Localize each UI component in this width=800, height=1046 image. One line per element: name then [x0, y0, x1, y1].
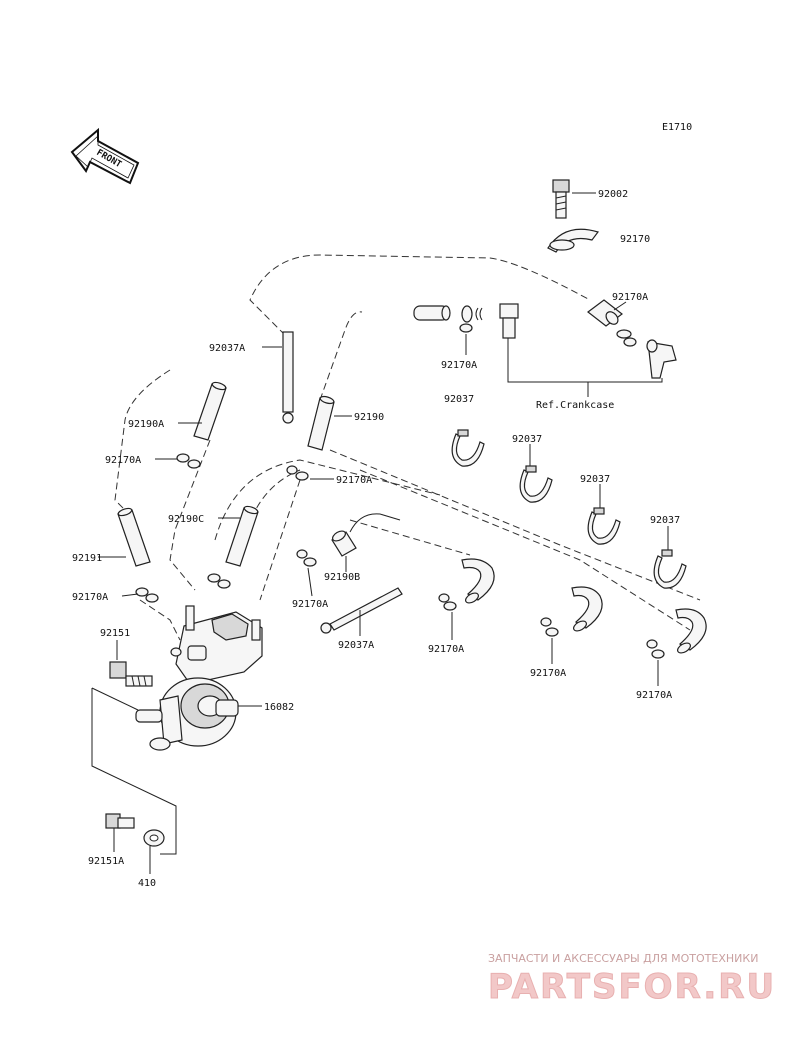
clamp-92037: [587, 507, 621, 545]
part-label: 92037: [512, 434, 542, 445]
part-label: 92190C: [168, 514, 204, 525]
part-label: 92037: [650, 515, 680, 526]
clamp-92037: [451, 429, 485, 467]
part-label: 92170A: [612, 292, 648, 303]
screw-92151A: [105, 813, 135, 829]
hose-92190: [307, 395, 335, 451]
hose-clip-icon: [459, 305, 483, 333]
elbow-fitting: [646, 339, 677, 379]
part-label: 92170A: [336, 475, 372, 486]
part-label: 16082: [264, 702, 294, 713]
hose-clip-icon: [135, 587, 159, 603]
hose-clip-icon: [296, 549, 317, 567]
hose-92190B: [331, 530, 357, 557]
hose-segment: [413, 305, 451, 321]
part-label: 92190A: [128, 419, 164, 430]
part-label: 92151A: [88, 856, 124, 867]
part-label: 92170A: [428, 644, 464, 655]
hose-clip-icon: [286, 465, 309, 481]
part-label: 92037A: [338, 640, 374, 651]
part-label: 410: [138, 878, 156, 889]
washer-410: [143, 829, 165, 847]
part-label: 92170: [620, 234, 650, 245]
clamp-92170: [547, 228, 599, 253]
crankcase-fitting: [499, 303, 519, 339]
part-label: 92190B: [324, 572, 360, 583]
watermark-logo: PARTSFOR.RU: [488, 967, 776, 1007]
hose-92190A: [193, 381, 227, 441]
part-label: 92170A: [292, 599, 328, 610]
clamp-92037: [519, 465, 553, 503]
part-label: 92170A: [636, 690, 672, 701]
part-label: 92170A: [72, 592, 108, 603]
part-label: 92170A: [441, 360, 477, 371]
diagram-code: E1710: [662, 122, 692, 133]
bolt-92002: [552, 179, 570, 219]
bolt-92151: [109, 661, 153, 687]
hose-92191: [117, 507, 151, 567]
front-arrow-icon: FRONT: [70, 127, 140, 185]
part-label: 92190: [354, 412, 384, 423]
elbow-hose: [461, 558, 495, 604]
hose-segment: [587, 299, 623, 327]
part-label: 92037: [444, 394, 474, 405]
hose-clip-icon: [207, 573, 231, 589]
part-label: 92191: [72, 553, 102, 564]
strap-92037A: [320, 587, 403, 634]
part-label: 92151: [100, 628, 130, 639]
hose-clip-icon: [616, 329, 637, 347]
hose-92190C: [225, 505, 259, 567]
hose-clip-icon: [176, 453, 201, 469]
part-label: 92037A: [209, 343, 245, 354]
hose-clip-icon: [438, 593, 457, 611]
part-label: 92037: [580, 474, 610, 485]
part-label: 92002: [598, 189, 628, 200]
ref-crankcase-label: Ref.Crankcase: [536, 400, 614, 411]
clamp-92037: [653, 549, 687, 589]
elbow-hose: [571, 586, 603, 632]
hose-clip-icon: [646, 639, 665, 659]
part-label: 92170A: [530, 668, 566, 679]
elbow-hose: [675, 608, 707, 654]
fuel-pump-16082: [135, 605, 263, 751]
strap-92037A: [282, 331, 294, 424]
hose-clip-icon: [540, 617, 559, 637]
part-label: 92170A: [105, 455, 141, 466]
watermark-caption: ЗАПЧАСТИ И АКСЕССУАРЫ ДЛЯ МОТОТЕХНИКИ: [488, 952, 758, 965]
